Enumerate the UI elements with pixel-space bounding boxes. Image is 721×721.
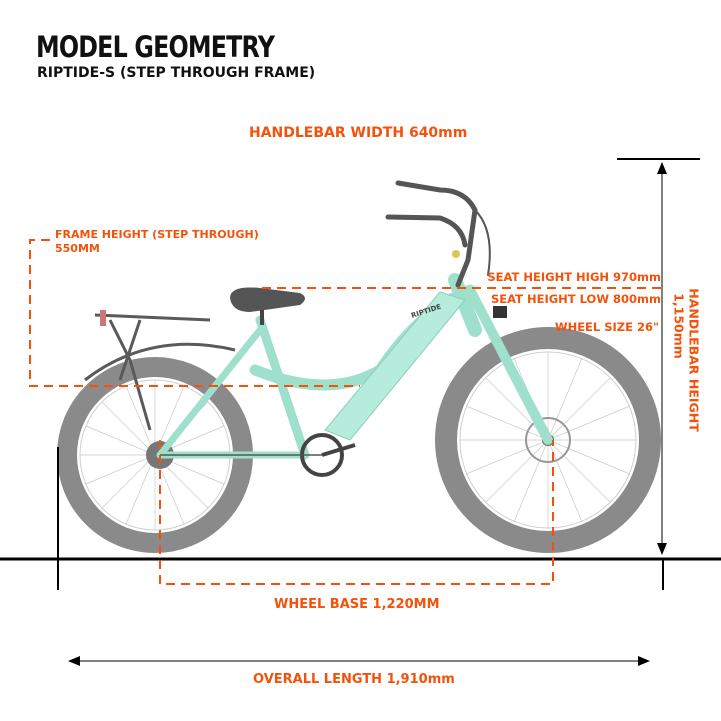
seat	[230, 287, 305, 312]
wheel-base-label: WHEEL BASE 1,220MM	[274, 597, 440, 612]
dashed-guides	[29, 239, 663, 585]
frame-height-guide	[29, 239, 360, 387]
seat-height-high-label: SEAT HEIGHT HIGH 970mm	[487, 270, 661, 284]
handlebar-bolt	[452, 250, 460, 258]
frame-height-label: FRAME HEIGHT (STEP THROUGH)	[55, 228, 259, 241]
frame-height-value: 550MM	[55, 242, 100, 255]
rear-rack	[84, 313, 236, 431]
seat-height-low-label: SEAT HEIGHT LOW 800mm	[490, 292, 661, 306]
overall-length-label: OVERALL LENGTH 1,910mm	[253, 672, 455, 687]
measurement-lines	[0, 158, 721, 666]
page-title: MODEL GEOMETRY	[36, 30, 275, 64]
handlebar-height-value: 1,150mm	[671, 293, 687, 359]
rear-reflector	[100, 310, 106, 326]
handlebar-height-label: HANDLEBAR HEIGHT 1,150mm	[646, 280, 721, 440]
bike-illustration: RIPTIDE	[57, 180, 661, 553]
handlebar	[385, 180, 491, 288]
handlebar-height-title: HANDLEBAR HEIGHT	[686, 288, 702, 432]
page-subtitle: RIPTIDE-S (STEP THROUGH FRAME)	[37, 65, 316, 81]
headlight	[493, 306, 507, 318]
wheel-size-label: WHEEL SIZE 26"	[554, 320, 659, 334]
handlebar-width-label: HANDLEBAR WIDTH 640mm	[249, 125, 468, 141]
battery	[324, 291, 466, 441]
wheel-base-guide	[159, 440, 554, 585]
